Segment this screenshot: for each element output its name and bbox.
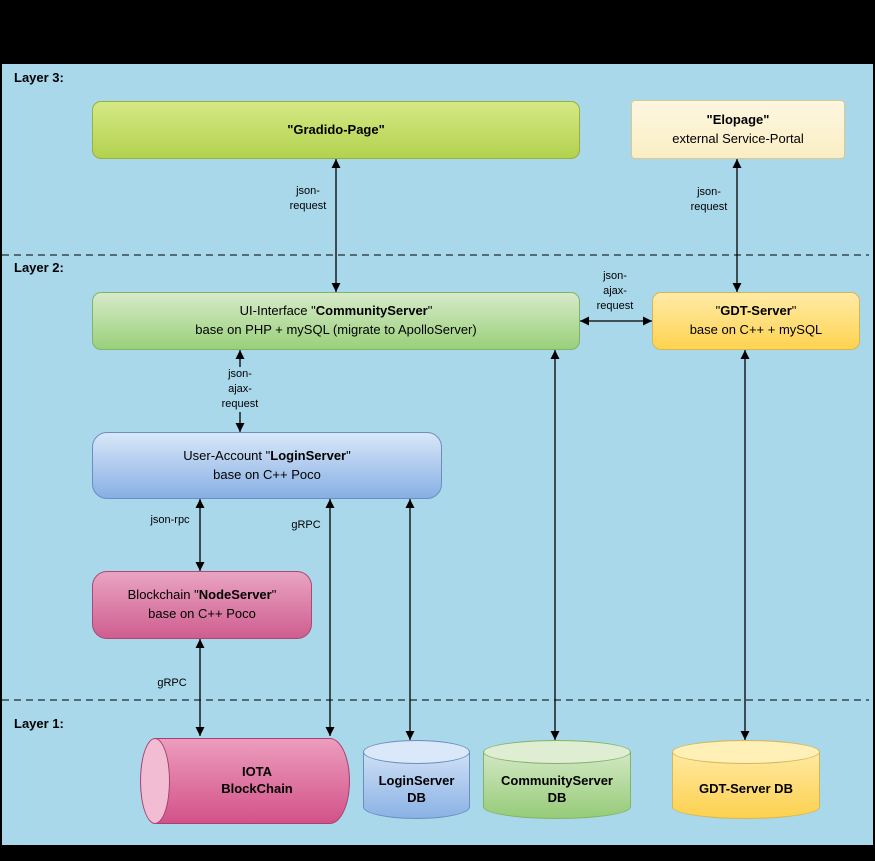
edge-label-line: request — [221, 398, 259, 410]
cylinder-label-line: LoginServer — [378, 772, 455, 788]
edge-label-gradido-community: json- request — [282, 184, 334, 214]
node-gradido-page: "Gradido-Page" — [92, 101, 580, 159]
node-subtitle: base on C++ + mySQL — [689, 322, 823, 337]
edge-label-line: json- — [697, 186, 721, 198]
node-subtitle: base on C++ Poco — [148, 606, 256, 621]
node-name: "Gradido-Page" — [287, 121, 385, 137]
cylinder-top — [363, 740, 470, 764]
node-title: "Elopage" — [707, 111, 770, 130]
node-subtitle: base on PHP + mySQL (migrate to ApolloSe… — [195, 322, 477, 337]
edge-label-line: request — [289, 200, 327, 212]
node-text: " — [791, 303, 797, 319]
cylinder-iota-blockchain: IOTA BlockChain — [140, 738, 350, 824]
edge-label-line: gRPC — [157, 677, 187, 689]
edge-label-line: json- — [296, 185, 320, 197]
node-name: GDT-Server — [720, 303, 792, 319]
node-text: " — [271, 587, 277, 603]
node-subtitle: external Service-Portal — [672, 130, 804, 146]
cylinder-communityserver-db: CommunityServer DB — [483, 740, 631, 819]
node-title: "GDT-Server" — [716, 302, 797, 321]
cylinder-label-line: GDT-Server DB — [699, 781, 793, 797]
cylinder-label-line: CommunityServer — [501, 772, 613, 788]
node-gdt-server: "GDT-Server" base on C++ + mySQL — [652, 292, 860, 350]
node-login-server: User-Account "LoginServer" base on C++ P… — [92, 432, 442, 499]
cylinder-label: LoginServer DB — [363, 764, 470, 815]
cylinder-label-line: IOTA — [241, 764, 273, 780]
node-text: " — [346, 447, 351, 463]
edge-label-line: ajax- — [603, 285, 627, 297]
edge-label-grpc-node-iota: gRPC — [150, 676, 194, 691]
node-subtitle: base on C++ Poco — [213, 466, 321, 482]
cylinder-label-line: DB — [407, 789, 426, 805]
edge-label-line: gRPC — [291, 519, 321, 531]
top-black-bar — [0, 0, 875, 62]
node-text: Blockchain " — [127, 587, 199, 603]
node-text: " — [715, 303, 721, 319]
cylinder-cap — [140, 738, 170, 824]
node-name: LoginServer — [270, 447, 347, 463]
node-node-server: Blockchain "NodeServer" base on C++ Poco — [92, 571, 312, 639]
cylinder-body — [155, 738, 350, 824]
node-title: UI-Interface "CommunityServer" — [240, 302, 433, 321]
cylinder-top — [672, 740, 820, 764]
node-text: " — [427, 303, 433, 319]
node-name: NodeServer — [198, 587, 272, 603]
cylinder-label-line: DB — [547, 789, 567, 805]
edge-label-line: ajax- — [228, 383, 252, 395]
edge-label-community-login: json- ajax- request — [212, 367, 268, 412]
edge-label-line: json- — [228, 368, 252, 380]
layer3-label: Layer 3: — [14, 70, 64, 85]
edge-label-line: request — [690, 201, 728, 213]
node-community-server: UI-Interface "CommunityServer" base on P… — [92, 292, 580, 350]
edge-label-community-gdt: json- ajax- request — [587, 269, 643, 314]
node-text: UI-Interface " — [239, 303, 316, 319]
cylinder-label: CommunityServer DB — [483, 764, 631, 815]
edge-label-line: request — [596, 300, 634, 312]
layer1-label: Layer 1: — [14, 716, 64, 731]
node-elopage: "Elopage" external Service-Portal — [631, 100, 845, 159]
cylinder-label: IOTA BlockChain — [170, 738, 344, 824]
layer2-label: Layer 2: — [14, 260, 64, 275]
edge-label-line: json- — [603, 270, 627, 282]
edge-label-grpc-login-iota: gRPC — [284, 518, 328, 533]
node-title: User-Account "LoginServer" — [183, 447, 350, 466]
edge-label-elopage-gdt: json- request — [684, 185, 734, 215]
cylinder-loginserver-db: LoginServer DB — [363, 740, 470, 819]
architecture-diagram: Layer 3: Layer 2: Layer 1: "Gradido-Page… — [0, 62, 875, 847]
node-title: Blockchain "NodeServer" — [128, 586, 277, 605]
cylinder-label-line: BlockChain — [221, 781, 293, 796]
bottom-black-bar — [0, 847, 875, 861]
cylinder-top — [483, 740, 631, 764]
edge-label-line: json-rpc — [150, 514, 190, 526]
node-text: User-Account " — [183, 447, 271, 463]
node-name: CommunityServer — [315, 303, 428, 319]
cylinder-gdtserver-db: GDT-Server DB — [672, 740, 820, 819]
cylinder-label: GDT-Server DB — [672, 764, 820, 815]
edge-label-json-rpc: json-rpc — [142, 513, 198, 528]
node-title: "Gradido-Page" — [287, 121, 385, 140]
node-name: "Elopage" — [706, 111, 770, 127]
